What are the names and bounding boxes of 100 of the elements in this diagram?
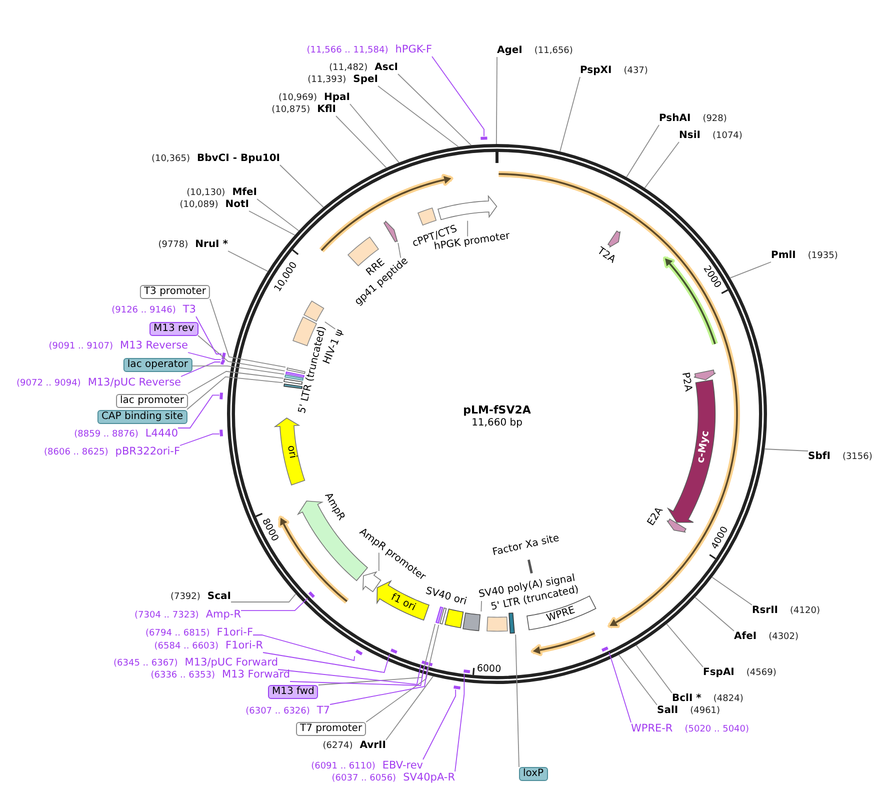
primer-position: (6794 .. 6815) [146, 628, 210, 640]
cut-site-position: (4302) [768, 631, 799, 643]
primer-position: (5020 .. 5040) [684, 724, 750, 736]
primer-position: (6307 .. 6326) [246, 706, 310, 718]
leader-line [180, 362, 221, 377]
primer-mark [354, 649, 363, 656]
primer-position: (6091 .. 6110) [311, 760, 376, 772]
leader-line [180, 433, 220, 446]
leader-line [560, 76, 580, 152]
leader-line [398, 74, 472, 146]
primer-name: M13/pUC Reverse [88, 376, 181, 388]
enzyme-name: SpeI [353, 74, 378, 86]
leader-line [192, 365, 285, 375]
feature-tag: lac promoter [116, 394, 188, 408]
primer-name: EBV-rev [382, 760, 423, 772]
leader-line [454, 673, 465, 772]
leader-line [378, 552, 380, 572]
enzyme-name: AvrII [360, 740, 386, 752]
feature-mark [286, 367, 306, 375]
primer-mark [480, 136, 488, 141]
enzyme-name: ScaI [207, 591, 231, 603]
leader-line [730, 262, 772, 278]
primer-name: F1ori-R [226, 640, 263, 652]
primer-name: Amp-R [206, 608, 241, 620]
cut-site-position: (1935) [808, 250, 838, 262]
feature-box [444, 608, 464, 629]
leader-line [324, 321, 336, 330]
primer-mark [219, 429, 224, 438]
primer-mark [220, 361, 225, 366]
cut-site-position: (7392) [170, 591, 200, 603]
primer-mark [420, 660, 426, 665]
primer-name: hPGK-F [395, 44, 432, 56]
feature-tag: loxP [519, 767, 548, 781]
leader-line [240, 598, 308, 612]
primer-mark [390, 648, 398, 654]
leader-line [336, 116, 387, 168]
leader-line [280, 164, 324, 208]
pointed-feature [666, 518, 687, 534]
leader-line [644, 142, 680, 188]
primer-name: pBR322ori-F [115, 446, 180, 458]
cut-site-position: (11,656) [534, 45, 573, 57]
cut-site-position: (437) [624, 65, 648, 77]
leader-line [618, 654, 658, 706]
cut-site-position: (10,365) [151, 153, 190, 165]
feature-mark [527, 559, 534, 574]
pointed-feature [362, 571, 382, 593]
enzyme-name: PspXI [580, 65, 612, 77]
leader-line [608, 652, 632, 723]
feature-box [303, 300, 325, 322]
primer-name: WPRE-R [631, 722, 673, 734]
leader-line [186, 376, 284, 410]
feature-label: E2A [645, 505, 666, 528]
primer-position: (6336 .. 6353) [150, 670, 216, 682]
leader-line [262, 652, 390, 673]
primer-position: (11,566 .. 11,584) [306, 44, 388, 56]
leader-line [278, 664, 422, 685]
primer-name: T3 [182, 304, 196, 316]
feature-tag: lac operator [123, 358, 192, 372]
leader-line [188, 370, 284, 394]
feature-label: T2A [594, 246, 618, 266]
leader-line [230, 594, 296, 602]
primer-position: (7304 .. 7323) [134, 610, 199, 622]
leader-line [626, 124, 660, 178]
feature-tag: M13 rev [150, 322, 198, 336]
primer-mark [463, 668, 471, 674]
primer-mark [220, 358, 226, 364]
leader-line [188, 352, 222, 360]
enzyme-name: RsrII [752, 605, 778, 617]
leader-line [196, 316, 222, 354]
primer-position: (8606 .. 8625) [44, 446, 108, 458]
leader-line [398, 242, 402, 258]
primer-mark [452, 684, 461, 690]
enzyme-name: PmlI [771, 250, 796, 262]
leader-line [350, 104, 400, 163]
cut-site-position: (3156) [842, 451, 872, 463]
primer-position: (9091 .. 9107) [48, 340, 114, 352]
pointed-feature [693, 369, 717, 382]
leader-line [467, 220, 468, 237]
feature-mark [508, 612, 516, 635]
primer-mark [601, 646, 610, 652]
feature-tag: M13 fwd [268, 685, 318, 699]
cut-site-position: (4824) [713, 693, 744, 705]
scale-label: 8000 [260, 517, 281, 544]
enzyme-name: SbfI [808, 451, 830, 463]
leader-line [712, 576, 752, 606]
primer-name: L4440 [145, 428, 178, 440]
primer-name: M13 Forward [222, 668, 290, 680]
enzyme-name: NsiI [679, 130, 700, 142]
enzyme-name: NruI * [195, 239, 228, 251]
feature-label: Factor Xa site [491, 532, 560, 559]
leader-line [432, 56, 484, 137]
leader-line [636, 644, 672, 694]
leader-line [210, 298, 286, 368]
feature-mark [438, 606, 447, 625]
feature-tag: T3 promoter [140, 285, 210, 299]
leader-line [330, 666, 428, 705]
leader-line [496, 56, 498, 144]
leader-line [764, 448, 808, 452]
cut-site-position: (4569) [746, 667, 776, 679]
enzyme-name: KflI [317, 104, 336, 116]
